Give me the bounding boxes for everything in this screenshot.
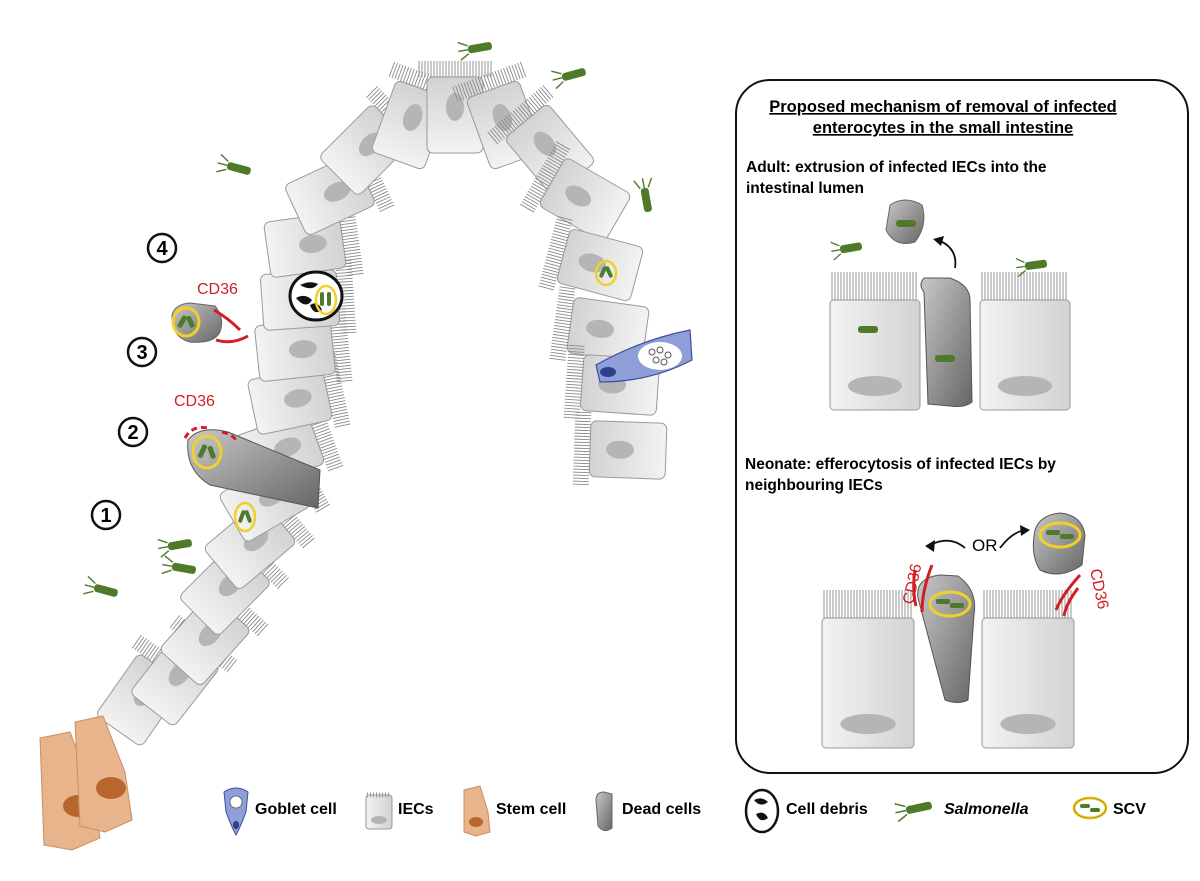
goblet-cell [595,329,693,383]
legend-label: Cell debris [786,801,868,818]
iec-cell [821,590,915,749]
step-marker-3: 3 [126,336,158,368]
salmonella-icon [161,555,197,575]
step-marker-2: 2 [117,416,149,448]
legend-dead: Dead cells [595,791,701,832]
extruded-cell-step3 [171,302,249,344]
stem-cell [74,715,133,833]
scv-icon [928,590,972,618]
salmonella-icon [457,41,493,61]
cd36-label: CD36 [174,393,215,410]
legend: Goblet cell IECs Stem cell Dead cells Ce… [223,785,1146,837]
salmonella-icon [830,241,863,261]
infected-iec-right [594,259,618,287]
step-label-2: 2 [127,422,138,444]
scv-icon [594,259,618,287]
cell-debris-icon [744,788,780,834]
scv-icon [1038,521,1082,549]
panel-title-line2: enterocytes in the small intestine [813,119,1073,137]
step-label-3: 3 [136,342,147,364]
step-marker-4: 4 [146,232,178,264]
legend-label: SCV [1113,801,1146,818]
stem-cell-nucleus [96,777,126,799]
neonate-caption-line1: Neonate: efferocytosis of infected IECs … [745,456,1056,473]
iec-cell [549,286,650,363]
legend-label: Salmonella [944,801,1029,818]
goblet-cell-icon [223,787,249,837]
step-markers: 1 2 3 4 [90,232,178,531]
scv-icon [191,434,223,470]
stem-cell-pair [39,715,133,851]
iec-cell [979,272,1071,411]
debris-cell-step4 [288,270,344,322]
step-marker-1: 1 [90,499,122,531]
iec-cell [254,308,353,383]
legend-label: IECs [398,801,434,818]
neonate-efferocytosis-illustration: OR CD36 CD36 [821,512,1111,749]
stem-cell-icon [463,785,491,837]
iec-cell [263,201,364,278]
salmonella-icon [83,575,118,597]
legend-salmonella: Salmonella [894,801,1029,822]
salmonella-icon [1015,257,1048,277]
legend-label: Goblet cell [255,801,337,818]
or-label: OR [972,536,998,555]
iec-cell [981,590,1075,749]
salmonella-icon [216,153,251,175]
iec-cell [829,272,921,411]
salmonella-icon [551,68,586,90]
legend-label: Stem cell [496,801,566,818]
legend-goblet: Goblet cell [223,787,337,837]
adult-caption-line1: Adult: extrusion of infected IECs into t… [746,159,1047,176]
step-label-4: 4 [156,238,168,260]
salmonella-group [83,41,653,597]
iec-cell [572,411,668,486]
legend-scv: SCV [1072,796,1146,820]
dead-cell-step2 [183,426,321,509]
salmonella-icon [157,538,193,558]
salmonella-icon [894,801,932,822]
legend-stem: Stem cell [463,785,566,837]
infected-iec-step1 [233,501,257,533]
dead-cell-icon [595,791,613,832]
panel-title-line1: Proposed mechanism of removal of infecte… [769,98,1117,116]
mechanism-panel: Proposed mechanism of removal of infecte… [735,79,1189,774]
iec-cell [520,141,631,242]
legend-iec: IECs [365,792,434,830]
cd36-label: CD36 [197,281,238,298]
scv-icon [233,501,257,533]
adult-caption-line2: intestinal lumen [746,180,864,197]
legend-debris: Cell debris [744,788,868,834]
legend-label: Dead cells [622,801,701,818]
scv-icon [171,306,201,338]
adult-extrusion-illustration [829,199,1071,411]
salmonella-icon [633,177,653,213]
step-label-1: 1 [100,505,111,527]
neonate-caption-line2: neighbouring IECs [745,477,883,494]
cd36-marker [213,308,249,344]
